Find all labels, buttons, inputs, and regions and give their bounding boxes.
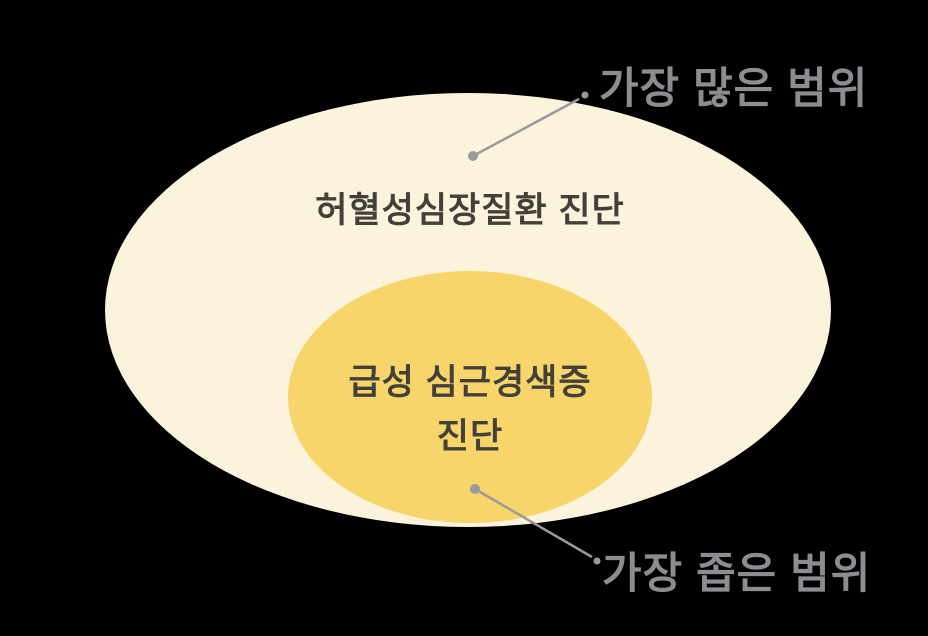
top-leader-line [472,97,580,158]
inner-set-label-line1: 급성 심근경색증 [348,363,591,402]
top-leader-ellipse-dot [468,151,478,161]
bottom-leader-ellipse-dot [470,484,480,494]
bottom-leader-text-dot [593,557,601,565]
top-leader-text-dot [581,91,589,99]
bottom-annotation-label: 가장 좁은 범위 [602,550,871,598]
bottom-leader-line [474,487,593,559]
top-annotation-label: 가장 많은 범위 [599,65,868,113]
inner-set-ellipse [288,271,652,523]
inner-set-label-line2: 진단 [437,417,503,456]
outer-set-label: 허혈성심장질환 진단 [315,191,625,230]
